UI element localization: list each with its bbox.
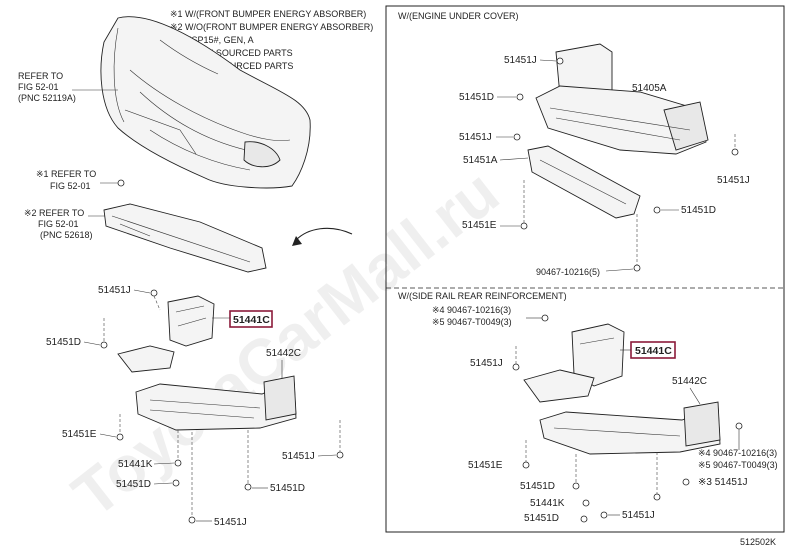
inset-side-rail-rear-reinforcement: W/(SIDE RAIL REAR REINFORCEMENT) ※4 9046… (398, 291, 778, 524)
note-4: ※4 JAPAN SOURCED PARTS (170, 48, 293, 58)
label-51451J-b: 51451J (459, 132, 492, 143)
label-51451J-b: 51451J (282, 451, 315, 462)
label-51441K-inset: 51441K (530, 498, 565, 509)
label-51442C-inset: 51442C (672, 376, 707, 387)
label-51451J-n3: ※3 51451J (698, 477, 748, 488)
label-51451D: 51451D (459, 92, 494, 103)
label-51441K: 51441K (118, 459, 153, 470)
label-51441C[interactable]: 51441C (233, 314, 270, 326)
main-fasteners (100, 289, 344, 524)
label-51451D-inset-b: 51451D (524, 513, 559, 524)
label-51451D-b: 51451D (681, 205, 716, 216)
svg-text:※1 REFER TO: ※1 REFER TO (36, 169, 96, 179)
label-51451J-c: 51451J (717, 175, 750, 186)
label-51451D-c: 51451D (270, 483, 305, 494)
label-51451E: 51451E (62, 429, 97, 440)
label-51451J: 51451J (98, 285, 131, 296)
label-90467: 90467-10216(5) (536, 267, 600, 277)
note-90467-10216-b: ※4 90467-10216(3) (698, 448, 777, 458)
svg-text:(PNC 52119A): (PNC 52119A) (18, 93, 76, 103)
label-51451D: 51451D (46, 337, 81, 348)
label-51442C: 51442C (266, 348, 301, 359)
svg-text:FIG 52-01: FIG 52-01 (38, 219, 79, 229)
label-51451E-inset: 51451E (468, 460, 503, 471)
inset-bottom-title: W/(SIDE RAIL REAR REINFORCEMENT) (398, 291, 567, 301)
svg-text:FIG 52-01: FIG 52-01 (50, 181, 91, 191)
figure-id: 512502K (740, 537, 776, 547)
refer-front-bumper: REFER TO FIG 52-01 (PNC 52119A) (18, 71, 118, 103)
direction-arrow (292, 227, 353, 246)
highlight-box-51441C (229, 310, 273, 328)
label-51451J-c: 51451J (214, 517, 247, 528)
svg-text:(PNC 52618): (PNC 52618) (40, 230, 93, 240)
label-51451A: 51451A (463, 155, 498, 166)
front-bumper-cover (100, 16, 311, 189)
label-51451J-inset-b: 51451J (622, 510, 655, 521)
part-51441C (167, 295, 215, 347)
refer-lower-grille: ※2 REFER TO FIG 52-01 (PNC 52618) (24, 208, 106, 240)
inset-frame (385, 5, 785, 533)
note-2: ※2 W/O(FRONT BUMPER ENERGY ABSORBER) (170, 22, 373, 32)
svg-text:FIG 52-01: FIG 52-01 (18, 82, 59, 92)
label-51441C-inset[interactable]: 51441C (635, 345, 672, 357)
part-51441K (117, 345, 175, 373)
label-51405A: 51405A (632, 83, 667, 94)
part-51442C (135, 375, 297, 431)
note-3: ※3 NSP15#, GEN, A (170, 35, 254, 45)
note-1: ※1 W/(FRONT BUMPER ENERGY ABSORBER) (170, 9, 366, 19)
inset-top-title: W/(ENGINE UNDER COVER) (398, 11, 519, 21)
label-51451J-inset: 51451J (470, 358, 503, 369)
label-51451D-b: 51451D (116, 479, 151, 490)
svg-text:※2 REFER TO: ※2 REFER TO (24, 208, 84, 218)
note-90467-T0049: ※5 90467-T0049(3) (432, 317, 512, 327)
note-90467-T0049-b: ※5 90467-T0049(3) (698, 460, 778, 470)
label-51451E: 51451E (462, 220, 497, 231)
note-90467-10216: ※4 90467-10216(3) (432, 305, 511, 315)
label-51451J: 51451J (504, 55, 537, 66)
refer-energy-absorber: ※1 REFER TO FIG 52-01 (36, 169, 125, 191)
lower-absorber (103, 203, 267, 273)
label-51451D-inset: 51451D (520, 481, 555, 492)
inset-engine-under-cover: W/(ENGINE UNDER COVER) 51451J 51451D 514… (398, 11, 750, 277)
main-labels: 51451J 51441C 51451D 51442C 51451E 51451… (46, 285, 337, 528)
svg-text:REFER TO: REFER TO (18, 71, 63, 81)
